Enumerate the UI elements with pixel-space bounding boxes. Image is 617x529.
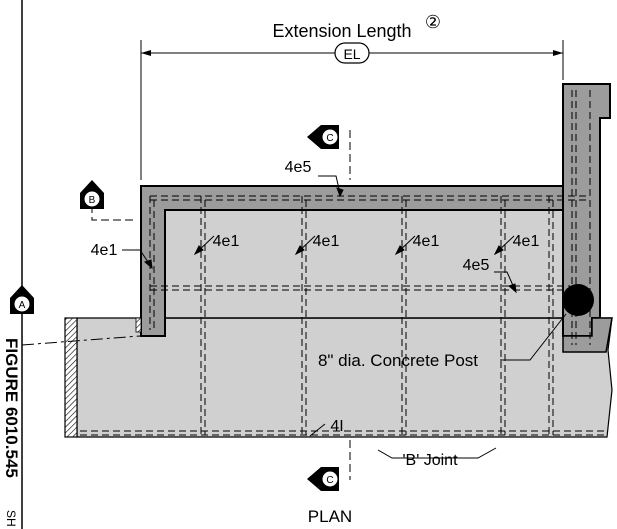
note-number: ②	[425, 12, 441, 32]
rebar-label-bottom: 4I	[330, 418, 343, 435]
rebar-label-left: 4e1	[91, 242, 118, 259]
right-wall	[562, 83, 613, 353]
extension-length-dimension: EL Extension Length ②	[140, 12, 564, 180]
section-c-bottom-label: C	[326, 475, 333, 486]
el-pill	[334, 42, 370, 64]
rebar-label-vertical-3: 4e1	[413, 233, 440, 250]
rebar-leaders	[122, 175, 567, 459]
b-joint-callout: 'B' Joint	[402, 452, 458, 469]
rebar-label-vertical-1: 4e1	[213, 233, 240, 250]
section-a-label: A	[19, 300, 26, 311]
section-marker-b: B	[80, 180, 135, 221]
section-c-top-label: C	[326, 133, 333, 144]
extension-length-title: Extension Length	[272, 21, 411, 41]
section-marker-c-top: C	[307, 125, 351, 180]
section-b-label: B	[89, 195, 96, 206]
rebar-label-vertical-4: 4e1	[513, 233, 540, 250]
concrete-post	[562, 284, 594, 316]
rebar-label-vertical-2: 4e1	[313, 233, 340, 250]
extension-slab	[135, 185, 598, 337]
section-marker-a: A	[10, 285, 141, 346]
rebar-label-right: 4e5	[463, 257, 490, 274]
approach-slab	[64, 317, 613, 438]
figure-label: FIGURE 6010.545	[2, 338, 21, 478]
sheet-label: SH	[4, 510, 18, 527]
extension-length-abbrev: EL	[343, 46, 360, 62]
rebar-label-top: 4e5	[285, 159, 312, 176]
concrete-post-callout: 8" dia. Concrete Post	[318, 351, 478, 370]
section-marker-c-bottom: C	[307, 440, 351, 491]
hatched-end	[64, 317, 78, 438]
view-label: PLAN	[308, 507, 352, 526]
figure-sidebar: FIGURE 6010.545 SH	[2, 0, 23, 529]
